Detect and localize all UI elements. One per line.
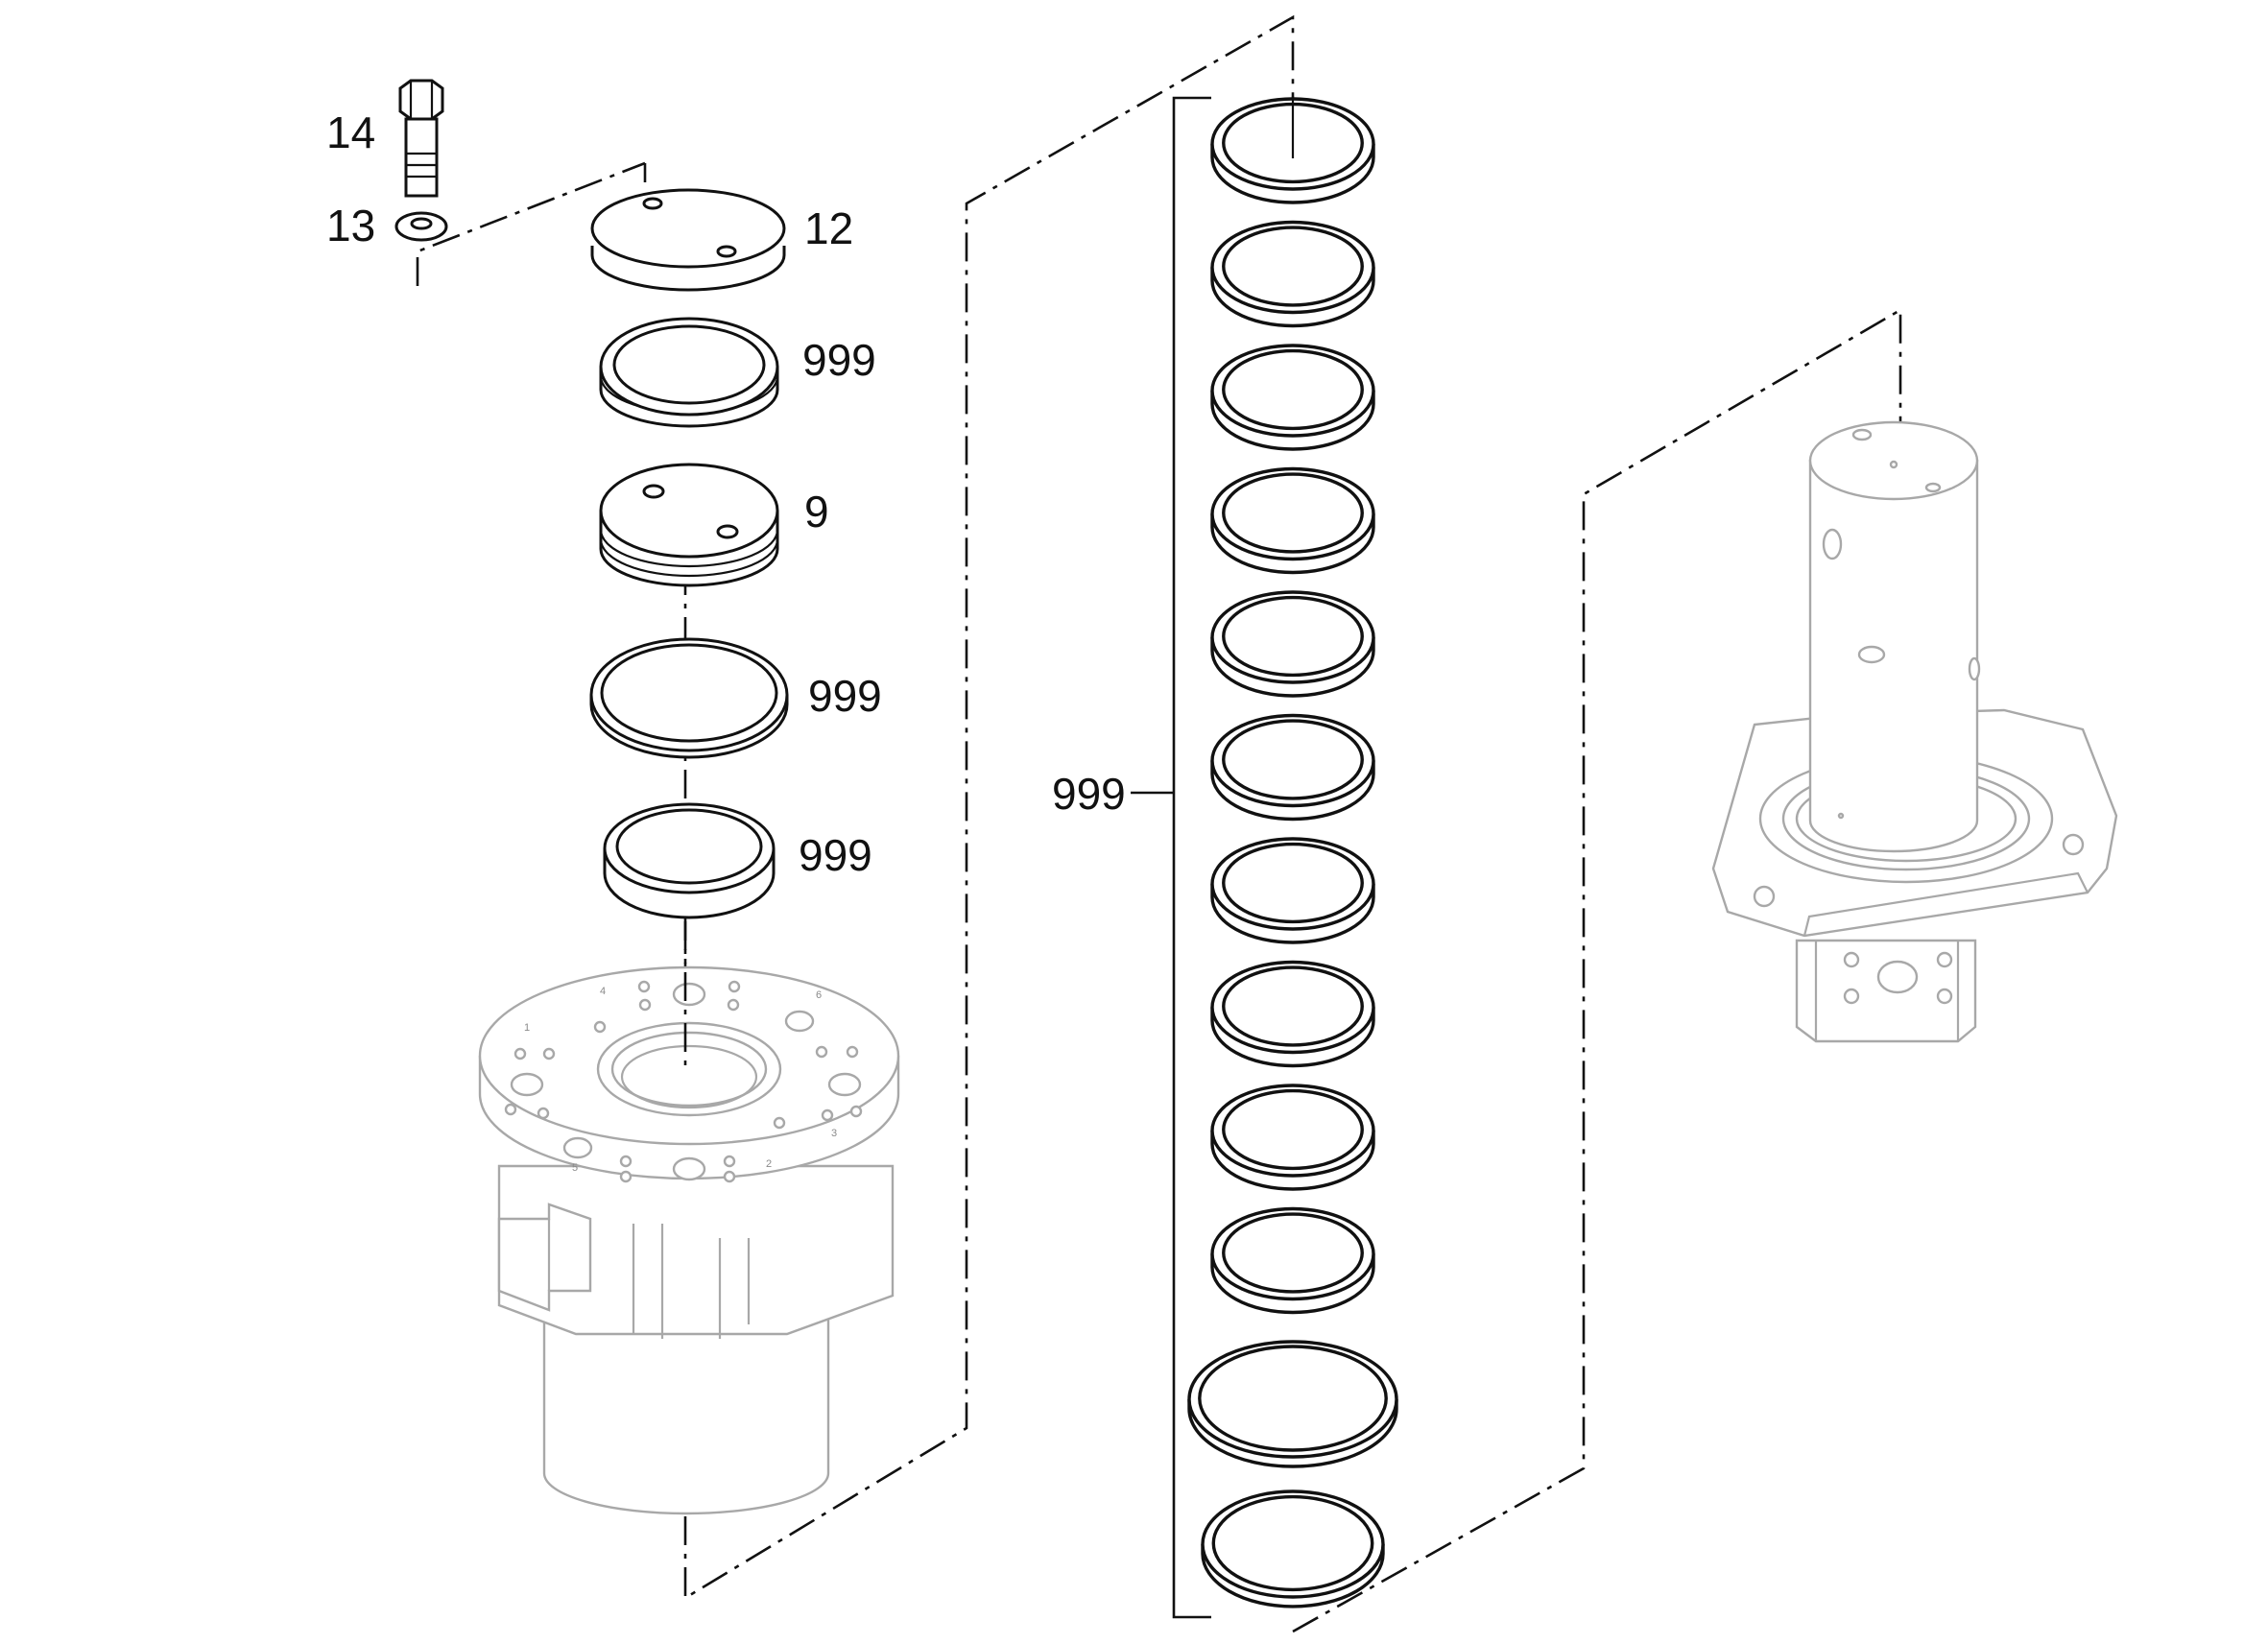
- seal-kit-ring: [1210, 1206, 1375, 1315]
- housing-mark-5: 5: [572, 1162, 578, 1174]
- seal-kit-ring-inner: [1222, 719, 1364, 800]
- cover-plate-part: [590, 188, 786, 292]
- seal-kit-ring: [1187, 1340, 1398, 1468]
- seal-kit-ring: [1210, 960, 1375, 1068]
- housing-mark-4: 4: [600, 986, 606, 997]
- label-seal-lower: 999: [799, 830, 872, 880]
- seal-kit-ring-inner: [1222, 472, 1364, 554]
- seal-kit-ring: [1210, 220, 1375, 328]
- seal-kit-ring-inner: [1211, 1494, 1374, 1592]
- seal-kit-ring-inner: [1198, 1345, 1388, 1452]
- seal-kit-ring: [1201, 1489, 1385, 1608]
- bolt-part: [398, 79, 444, 198]
- seal-kit-ring: [1210, 713, 1375, 822]
- seal-kit-ring-inner: [1222, 1088, 1364, 1171]
- seal-ring-lower-part: [603, 802, 776, 919]
- seal-kit-ring: [1210, 344, 1375, 451]
- piston-part: [599, 463, 779, 587]
- seal-kit-ring-inner: [1222, 842, 1364, 924]
- label-seal-middle: 999: [808, 671, 882, 721]
- seal-kit-ring: [1210, 837, 1375, 944]
- label-seal-upper: 999: [802, 335, 876, 385]
- seal-kit-ring-inner: [1222, 965, 1364, 1047]
- housing-mark-1: 1: [524, 1022, 530, 1034]
- housing-mark-3: 3: [831, 1128, 837, 1139]
- label-washer: 13: [326, 201, 375, 250]
- label-bolt: 14: [326, 107, 375, 157]
- label-cover: 12: [804, 203, 853, 253]
- callout-labels: 14 13 12 999 9 999 999 999: [326, 107, 1126, 880]
- seal-kit-ring: [1210, 590, 1375, 698]
- housing-mark-6: 6: [816, 989, 822, 1001]
- seal-kit-ring-inner: [1222, 1212, 1364, 1294]
- seal-kit-ring: [1210, 466, 1375, 575]
- seal-kit-ring: [1210, 1084, 1375, 1191]
- seal-kit-ring-inner: [1222, 348, 1364, 431]
- seal-kit-ring-inner: [1222, 595, 1364, 678]
- seal-ring-upper-part: [599, 317, 779, 428]
- housing-body: 1 2 3 4 5 6: [478, 965, 900, 1515]
- seal-kit-ring-inner: [1222, 226, 1364, 307]
- seal-kit-bracket: [1131, 96, 1211, 1619]
- label-piston: 9: [804, 487, 829, 536]
- label-seal-kit: 999: [1052, 769, 1126, 819]
- rotor-shaft-assembly: [1711, 420, 2118, 1043]
- seal-kit-ring-stack: [1187, 96, 1398, 1608]
- housing-mark-2: 2: [766, 1158, 772, 1170]
- seal-ring-middle-part: [589, 637, 789, 759]
- washer-part: [394, 211, 448, 242]
